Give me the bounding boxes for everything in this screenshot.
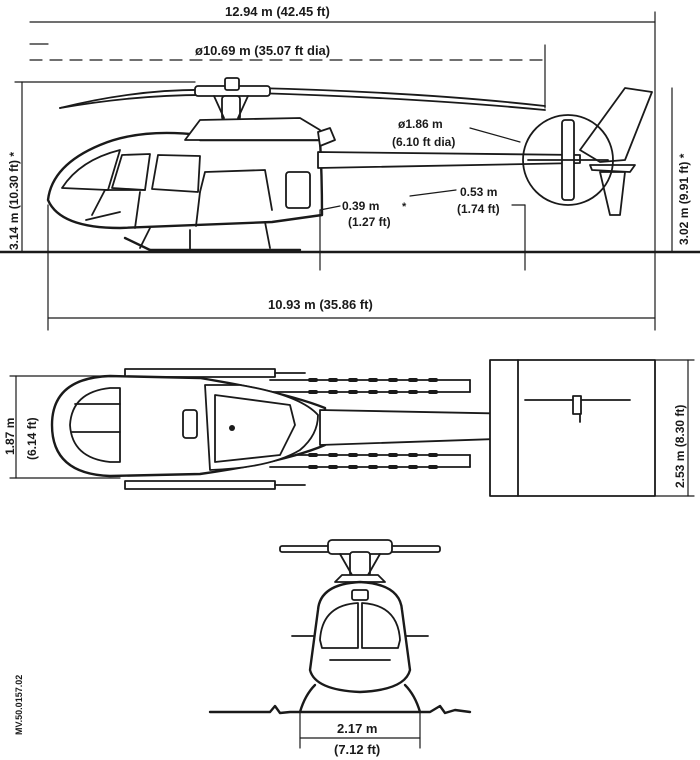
side-tail — [317, 87, 653, 216]
track-label-ft: (7.12 ft) — [334, 742, 380, 757]
skid-width-label: 1.87 m — [3, 418, 17, 455]
track-label-m: 2.17 m — [337, 721, 377, 736]
tail-rotor-dimension: ø1.86 m (6.10 ft dia) — [392, 117, 521, 149]
track-dimension: 2.17 m (7.12 ft) — [299, 711, 421, 757]
fuselage-length-dimension: 10.93 m (35.86 ft) — [47, 204, 656, 331]
main-rotor-dimension: ø10.69 m (35.07 ft dia) — [29, 43, 546, 109]
reference-code: MV.50.0157.02 — [14, 675, 24, 735]
tail-height-label: 3.02 m (9.91 ft) * — [677, 153, 691, 245]
stabilizer-span-label: 2.53 m (8.30 ft) — [673, 405, 687, 488]
front-view: 2.17 m (7.12 ft) — [208, 539, 472, 757]
main-rotor-blade — [59, 77, 546, 121]
tail-rotor-label-ft: (6.10 ft dia) — [392, 135, 455, 149]
height-dimensions: 3.14 m (10.30 ft) * 3.02 m (9.91 ft) * — [7, 81, 691, 253]
overall-length-label: 12.94 m (42.45 ft) — [225, 4, 330, 19]
front-ground-line — [208, 704, 472, 715]
overall-height-label: 3.14 m (10.30 ft) * — [7, 152, 21, 250]
top-stabilizer-box — [489, 359, 656, 497]
clearance-front-label-m: 0.39 m — [342, 199, 379, 213]
top-view: 1.87 m (6.14 ft) 2.53 m (8.30 ft) — [3, 359, 695, 497]
clearance-star: * — [402, 201, 407, 213]
clearance-front-label-ft: (1.27 ft) — [348, 215, 391, 229]
overall-length-dimension: 12.94 m (42.45 ft) — [29, 4, 656, 331]
skid-width-dimension: 1.87 m (6.14 ft) — [3, 375, 121, 479]
clearance-rear-label-m: 0.53 m — [460, 185, 497, 199]
clearance-rear-label-ft: (1.74 ft) — [457, 202, 500, 216]
clearance-dimensions: 0.39 m (1.27 ft) * 0.53 m (1.74 ft) — [319, 185, 526, 271]
tail-rotor-label-m: ø1.86 m — [398, 117, 443, 131]
side-fuselage — [46, 117, 336, 252]
side-view: 12.94 m (42.45 ft) ø10.69 m (35.07 ft di… — [0, 4, 700, 331]
fuselage-length-label: 10.93 m (35.86 ft) — [268, 297, 373, 312]
skid-width-label-ft: (6.14 ft) — [25, 417, 39, 460]
main-rotor-label: ø10.69 m (35.07 ft dia) — [195, 43, 330, 58]
stabilizer-span-dimension: 2.53 m (8.30 ft) — [654, 359, 695, 497]
